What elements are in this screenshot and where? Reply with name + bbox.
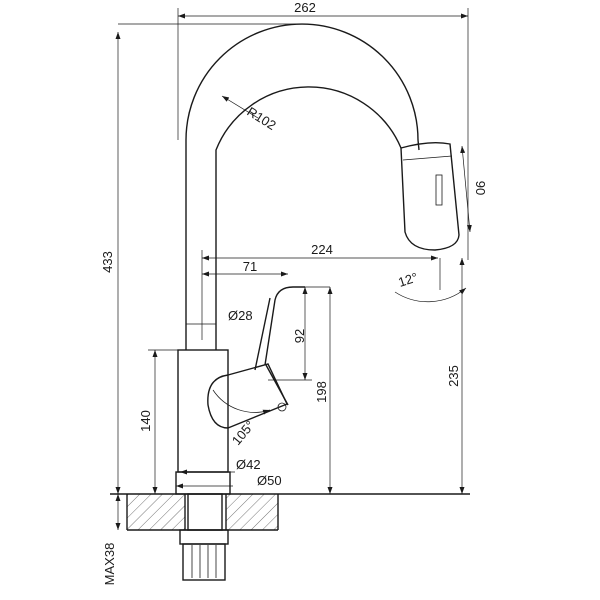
dim-92: 92 [292,329,307,343]
dim-90: 90 [473,181,488,195]
countertop-section [110,493,470,581]
dim-235: 235 [446,365,461,387]
dim-105-deg: 105° [229,418,258,448]
dim-262: 262 [294,0,316,15]
dim-max38: MAX38 [102,543,117,586]
dim-12-deg: 12° [396,270,419,290]
faucet-outline [175,23,460,495]
dim-r102: R102 [244,104,278,133]
dim-433: 433 [100,251,115,273]
dimension-lines [115,8,472,530]
dim-d50: Ø50 [257,473,282,488]
dim-d28: Ø28 [228,308,253,323]
dim-d42: Ø42 [236,457,261,472]
dimension-labels: 262 433 R102 90 224 71 12° Ø28 92 198 23… [100,0,488,585]
dim-224: 224 [311,242,333,257]
dim-140: 140 [138,410,153,432]
dim-71: 71 [243,259,257,274]
dim-198: 198 [314,381,329,403]
